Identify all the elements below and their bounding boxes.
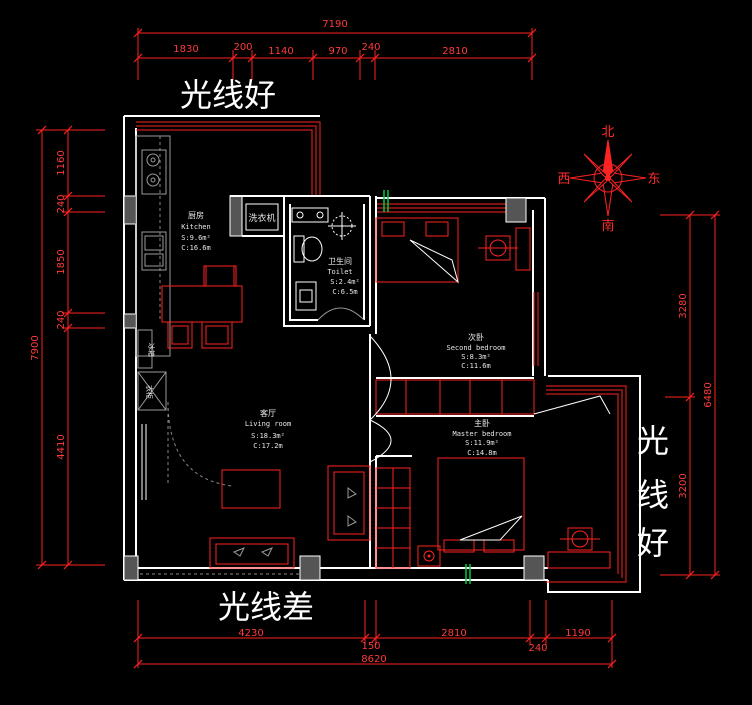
dim-left-seg-2: 240 bbox=[56, 194, 67, 213]
kitchen-name-cn: 厨房 bbox=[188, 210, 204, 220]
dim-right-total: 6480 bbox=[703, 382, 714, 407]
living-room-furniture bbox=[209, 465, 411, 569]
wardrobe-left-label: 衣柜 bbox=[145, 385, 154, 399]
exterior-walls bbox=[123, 115, 641, 593]
compass-west: 西 bbox=[557, 172, 570, 187]
washing-machine-label: 洗衣机 bbox=[248, 212, 275, 224]
dim-right-seg-1: 3280 bbox=[678, 293, 689, 318]
fridge-label: 冰箱 bbox=[147, 343, 156, 357]
dim-bottom-seg-5: 1190 bbox=[565, 628, 590, 639]
living-room-area: S:18.3m² bbox=[251, 432, 285, 440]
dim-top-total: 7190 bbox=[322, 19, 347, 30]
washing-machine bbox=[245, 203, 279, 231]
dim-left-total: 7900 bbox=[30, 335, 41, 360]
kitchen-perimeter: C:16.6m bbox=[181, 244, 211, 252]
wardrobe-band bbox=[375, 379, 611, 415]
wardrobe-left bbox=[137, 371, 167, 411]
label-light-good-right-3: 好 bbox=[637, 524, 669, 562]
dim-bottom-seg-3: 2810 bbox=[441, 628, 466, 639]
interior-walls bbox=[230, 195, 534, 568]
toilet-fixtures bbox=[291, 207, 365, 321]
master-bedroom-name-cn: 主卧 bbox=[474, 418, 490, 428]
living-room-name-en: Living room bbox=[245, 420, 291, 428]
label-light-poor-bottom: 光线差 bbox=[218, 588, 314, 626]
dim-bottom-seg-1: 4230 bbox=[238, 628, 263, 639]
dim-top-seg-6: 2810 bbox=[442, 46, 467, 57]
compass-east: 东 bbox=[647, 172, 660, 187]
second-bedroom-name-en: Second bedroom bbox=[446, 344, 505, 352]
master-bedroom-area: S:11.9m² bbox=[465, 439, 499, 447]
dim-bottom-seg-4: 240 bbox=[528, 643, 547, 654]
label-light-good-right-2: 线 bbox=[637, 476, 669, 514]
dim-top-seg-3: 1140 bbox=[268, 46, 293, 57]
kitchen-fixtures bbox=[135, 135, 243, 357]
second-bedroom-perimeter: C:11.6m bbox=[461, 362, 491, 370]
dim-bottom-total: 8620 bbox=[361, 654, 386, 665]
dim-top-seg-5: 240 bbox=[361, 42, 380, 53]
kitchen-name-en: Kitchen bbox=[181, 223, 211, 231]
dim-left-seg-4: 240 bbox=[56, 310, 67, 329]
living-room-name-cn: 客厅 bbox=[260, 408, 276, 418]
master-bedroom-furniture bbox=[417, 457, 611, 569]
dim-left-seg-5: 4410 bbox=[56, 434, 67, 459]
dim-left-seg-1: 1160 bbox=[56, 150, 67, 175]
master-bedroom-perimeter: C:14.8m bbox=[467, 449, 497, 457]
left-dimension-lines bbox=[36, 125, 105, 570]
compass-north: 北 bbox=[601, 125, 614, 140]
wall-columns bbox=[123, 195, 545, 581]
toilet-name-cn: 卫生间 bbox=[328, 256, 352, 266]
living-room-perimeter: C:17.2m bbox=[253, 442, 283, 450]
dim-left-seg-3: 1850 bbox=[56, 249, 67, 274]
window-markers bbox=[383, 190, 471, 584]
dim-top-seg-2: 200 bbox=[233, 42, 252, 53]
toilet-name-en: Toilet bbox=[327, 268, 352, 276]
toilet-area: S:2.4m² bbox=[330, 278, 360, 286]
second-bedroom-name-cn: 次卧 bbox=[468, 332, 484, 342]
compass-south: 南 bbox=[601, 218, 614, 234]
right-dimension-lines bbox=[660, 210, 720, 580]
dim-top-seg-4: 970 bbox=[328, 46, 347, 57]
dim-bottom-seg-2: 150 bbox=[361, 641, 380, 652]
dim-right-seg-2: 3200 bbox=[678, 473, 689, 498]
doors bbox=[141, 335, 392, 500]
fridge bbox=[137, 329, 153, 369]
bottom-dimension-lines bbox=[133, 600, 617, 669]
label-light-good-right-1: 光 bbox=[637, 422, 669, 460]
compass-rose bbox=[569, 139, 647, 217]
master-bedroom-name-en: Master bedroom bbox=[452, 430, 511, 438]
dim-top-seg-1: 1830 bbox=[173, 44, 198, 55]
second-bedroom-furniture bbox=[375, 217, 539, 366]
kitchen-area: S:9.6m² bbox=[181, 234, 211, 242]
label-light-good-top: 光线好 bbox=[180, 76, 276, 114]
second-bedroom-area: S:8.3m² bbox=[461, 353, 491, 361]
top-dimension-lines bbox=[133, 28, 537, 80]
toilet-perimeter: C:6.5m bbox=[332, 288, 357, 296]
